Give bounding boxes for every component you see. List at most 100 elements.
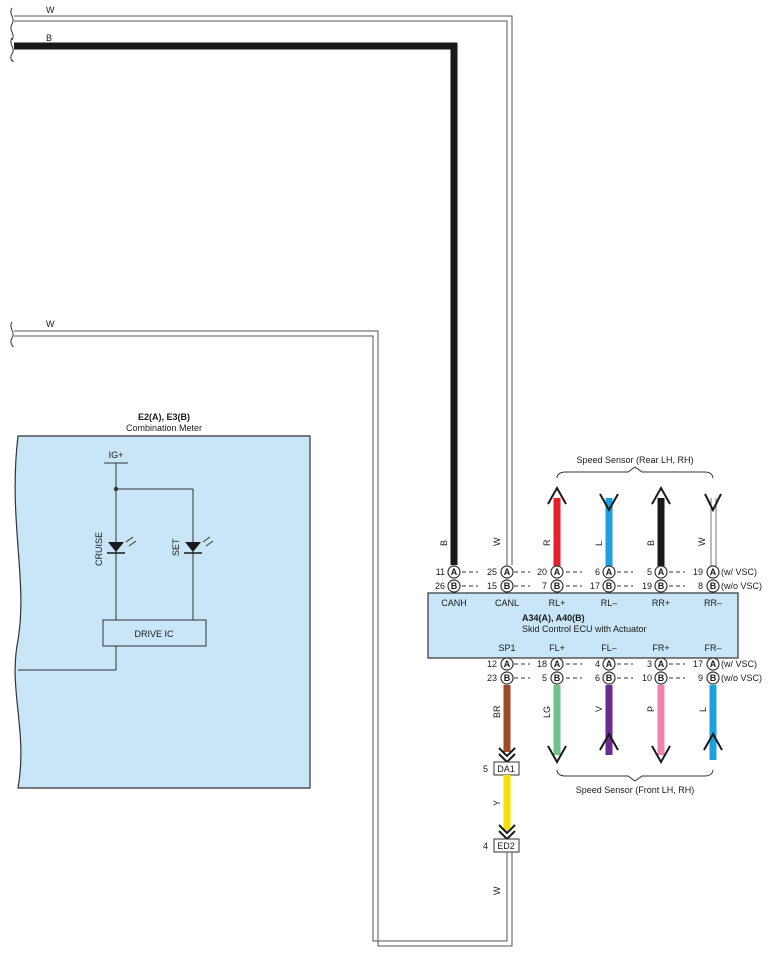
svg-text:A: A: [606, 567, 613, 577]
svg-text:12: 12: [487, 659, 497, 669]
svg-text:17: 17: [590, 581, 600, 591]
ed2-connector: [493, 838, 520, 853]
svg-text:FR–: FR–: [704, 643, 721, 653]
svg-text:B: B: [554, 673, 561, 683]
set-label: SET: [171, 538, 181, 556]
svg-text:B: B: [504, 581, 511, 591]
svg-text:18: 18: [537, 659, 547, 669]
svg-text:A: A: [658, 567, 665, 577]
svg-text:LG: LG: [542, 706, 552, 718]
break-mark: [10, 7, 14, 41]
rear-sensor-bracket: [556, 466, 714, 479]
svg-text:B: B: [606, 581, 613, 591]
svg-text:19: 19: [693, 567, 703, 577]
meter-subtitle: Combination Meter: [126, 423, 202, 433]
set-led-icon: [184, 536, 214, 554]
note-wo-vsc-top: (w/o VSC): [721, 581, 762, 591]
svg-text:CANL: CANL: [495, 598, 519, 608]
wire-w-top: [14, 15, 513, 565]
rear-sensor-wires: [547, 485, 722, 566]
svg-text:4: 4: [595, 659, 600, 669]
ed2-label: ED2: [497, 841, 515, 851]
svg-text:25: 25: [487, 567, 497, 577]
svg-text:A: A: [710, 567, 717, 577]
svg-text:B: B: [606, 673, 613, 683]
svg-text:3: 3: [647, 659, 652, 669]
wire-color-y: Y: [492, 800, 502, 806]
svg-text:CANH: CANH: [441, 598, 467, 608]
svg-text:B: B: [710, 581, 717, 591]
svg-text:A: A: [606, 659, 613, 669]
svg-text:BR: BR: [492, 705, 502, 718]
rear-sensor-label: Speed Sensor (Rear LH, RH): [576, 455, 693, 465]
svg-text:B: B: [504, 673, 511, 683]
bottom-pin-circles: [500, 657, 720, 685]
svg-text:19: 19: [642, 581, 652, 591]
svg-text:FR+: FR+: [652, 643, 669, 653]
da1-pin: 5: [483, 764, 488, 774]
wire-label-w-top: W: [46, 5, 55, 15]
front-sensor-wires: [547, 685, 723, 765]
bottom-pin-circle-letters: A A A A A B B B B B: [504, 659, 717, 683]
top-pin-circles: [447, 565, 720, 593]
note-wo-vsc-bottom: (w/o VSC): [721, 673, 762, 683]
ecu-subtitle: Skid Control ECU with Actuator: [522, 624, 647, 634]
svg-text:5: 5: [542, 673, 547, 683]
svg-text:8: 8: [698, 581, 703, 591]
wire-color-canl: W: [492, 537, 502, 546]
wire-w-loop: [14, 330, 513, 947]
svg-text:A: A: [504, 567, 511, 577]
top-pin-circle-letters: A A A A A A B B B B B B: [451, 567, 717, 591]
svg-text:FL+: FL+: [549, 643, 565, 653]
svg-text:15: 15: [487, 581, 497, 591]
ecu-bottom-terminals: SP1 FL+ FL– FR+ FR–: [498, 643, 721, 653]
svg-text:9: 9: [698, 673, 703, 683]
svg-text:L: L: [698, 707, 708, 712]
svg-text:26: 26: [435, 581, 445, 591]
wire-color-w-bottom: W: [492, 886, 502, 895]
svg-text:11: 11: [436, 567, 445, 577]
wire-color-rrm: W: [697, 537, 707, 546]
svg-text:20: 20: [537, 567, 547, 577]
svg-text:A: A: [710, 659, 717, 669]
svg-text:A: A: [554, 567, 561, 577]
ecu-top-terminals: CANH CANL RL+ RL– RR+ RR–: [441, 598, 722, 608]
skid-control-ecu-box: [427, 592, 739, 659]
wire-b-canh: [14, 42, 458, 565]
ig-plus-label: IG+: [109, 450, 124, 460]
svg-text:SP1: SP1: [498, 643, 515, 653]
svg-text:17: 17: [693, 659, 703, 669]
svg-text:B: B: [658, 581, 665, 591]
ed2-pin: 4: [483, 841, 488, 851]
svg-text:RL–: RL–: [601, 598, 618, 608]
wire-label-b-top: B: [46, 33, 52, 43]
svg-text:7: 7: [542, 581, 547, 591]
svg-text:B: B: [554, 581, 561, 591]
svg-text:P: P: [646, 706, 656, 712]
svg-text:RR+: RR+: [652, 598, 670, 608]
front-sensor-label: Speed Sensor (Front LH, RH): [576, 785, 695, 795]
combination-meter-box: [14, 435, 311, 789]
ecu-title: A34(A), A40(B): [522, 613, 585, 623]
junction-dot: [113, 486, 119, 492]
wire-color-rlp: R: [542, 539, 552, 546]
note-w-vsc-bottom: (w/ VSC): [721, 659, 757, 669]
bottom-wire-color-labels: BR LG V P L: [492, 705, 708, 718]
svg-text:B: B: [451, 581, 458, 591]
svg-text:A: A: [658, 659, 665, 669]
svg-text:6: 6: [595, 673, 600, 683]
svg-text:A: A: [554, 659, 561, 669]
drive-ic-label: DRIVE IC: [134, 629, 174, 639]
note-w-vsc-top: (w/ VSC): [721, 567, 757, 577]
cruise-label: CRUISE: [94, 532, 104, 566]
da1-label: DA1: [497, 764, 515, 774]
svg-text:V: V: [594, 706, 604, 712]
svg-text:23: 23: [487, 673, 497, 683]
wire-color-rlm: L: [594, 541, 604, 546]
svg-text:10: 10: [642, 673, 652, 683]
svg-text:RR–: RR–: [704, 598, 722, 608]
wire-color-rrp: B: [646, 540, 656, 546]
svg-text:RL+: RL+: [549, 598, 566, 608]
